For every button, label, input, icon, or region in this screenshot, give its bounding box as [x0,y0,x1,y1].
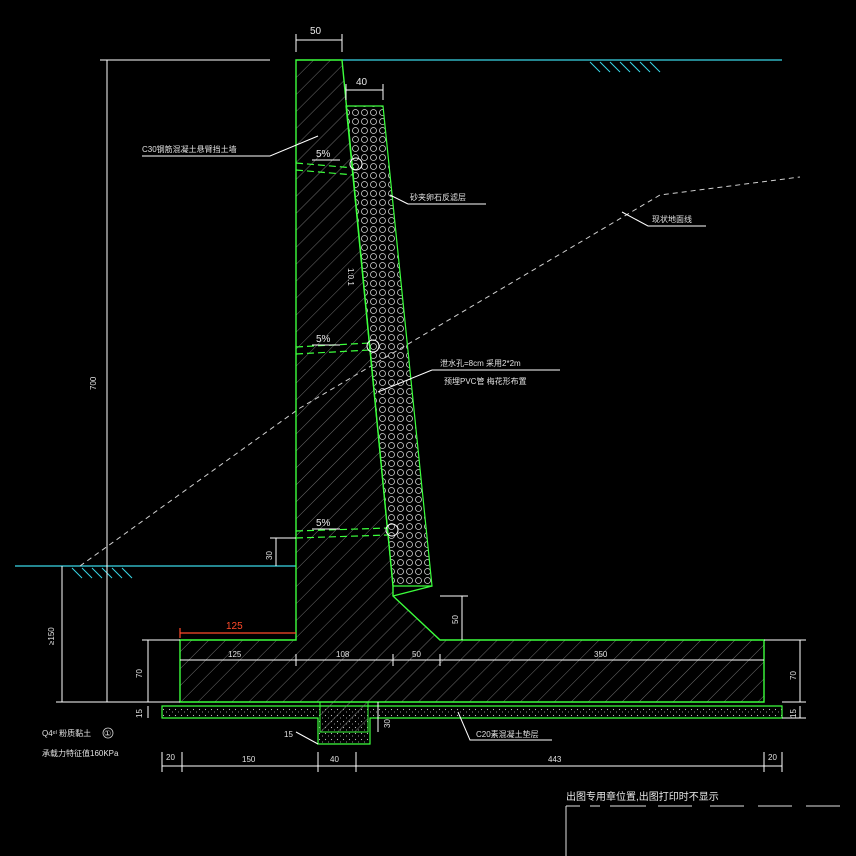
svg-text:20: 20 [768,753,777,762]
dim-wall-height: 700 [89,59,270,702]
svg-text:30: 30 [265,551,274,560]
svg-text:50: 50 [310,26,322,37]
dim-footing-segments: 125 108 50 350 [180,650,764,666]
filter-layer-label: 砂夹卵石反滤层 [410,192,466,202]
svg-text:40: 40 [330,755,339,764]
ground-line-label: 现状地面线 [652,214,692,224]
bearing-label: 承载力特征值160KPa [42,748,119,758]
cushion-leader [457,711,552,741]
dim-filter-width: 40 [345,77,384,100]
dim-footing-right: 70 15 [764,639,806,719]
svg-text:108: 108 [336,650,350,659]
weep-holes [295,157,399,539]
ground-line-leader [621,211,706,227]
soil-type-label: Q4ᵉˡ 粉质黏土 [42,728,91,738]
haunch-edge [392,585,433,597]
existing-ground-line [79,176,801,567]
dim-haunch-height: 50 [440,595,468,640]
batter-label: 1:0.1 [346,268,355,286]
svg-text:40: 40 [356,77,368,88]
svg-text:50: 50 [451,615,460,624]
svg-text:443: 443 [548,755,562,764]
svg-text:150: 150 [242,755,256,764]
soil-layer-marker-icon [102,727,114,739]
dim-key: 30 15 [284,702,392,745]
svg-text:125: 125 [228,650,242,659]
svg-text:70: 70 [789,671,798,680]
svg-text:15: 15 [135,709,144,718]
svg-text:15: 15 [284,730,293,739]
cushion-layer [161,705,783,745]
ground-symbol-top [589,61,661,73]
slope-label: 5% [316,518,331,529]
svg-text:700: 700 [89,376,98,390]
svg-text:70: 70 [135,669,144,678]
slope-label: 5% [316,334,331,345]
svg-text:125: 125 [226,621,243,632]
soil-layer-number: ① [104,729,111,738]
dim-embed-depth: ≥150 [47,566,180,703]
stamp-box-outline [565,805,840,856]
svg-text:15: 15 [789,709,798,718]
dim-top-width: 50 [295,26,343,52]
drain-hole-label: 泄水孔=8cm 采用2*2m [440,358,521,368]
svg-text:30: 30 [383,719,392,728]
stamp-note: 出图专用章位置,出图打印时不显示 [566,790,719,803]
svg-text:50: 50 [412,650,421,659]
svg-text:20: 20 [166,753,175,762]
slope-label: 5% [316,149,331,160]
drain-hole-note: 预埋PVC管 梅花形布置 [444,376,527,386]
wall-material-leader [142,135,319,157]
dim-footing-left: 70 15 [135,639,180,718]
wall-material-label: C30钢筋混凝土悬臂挡土墙 [142,144,237,154]
dim-bottom: 20 150 40 443 20 [161,752,783,772]
ground-symbol-toe [71,567,133,579]
dim-toe-top: 125 [179,621,296,638]
shear-key [319,701,369,733]
cushion-label: C20素混凝土垫层 [476,729,539,739]
svg-text:350: 350 [594,650,608,659]
svg-text:≥150: ≥150 [47,627,56,645]
dim-weep-offset: 30 [265,537,296,566]
